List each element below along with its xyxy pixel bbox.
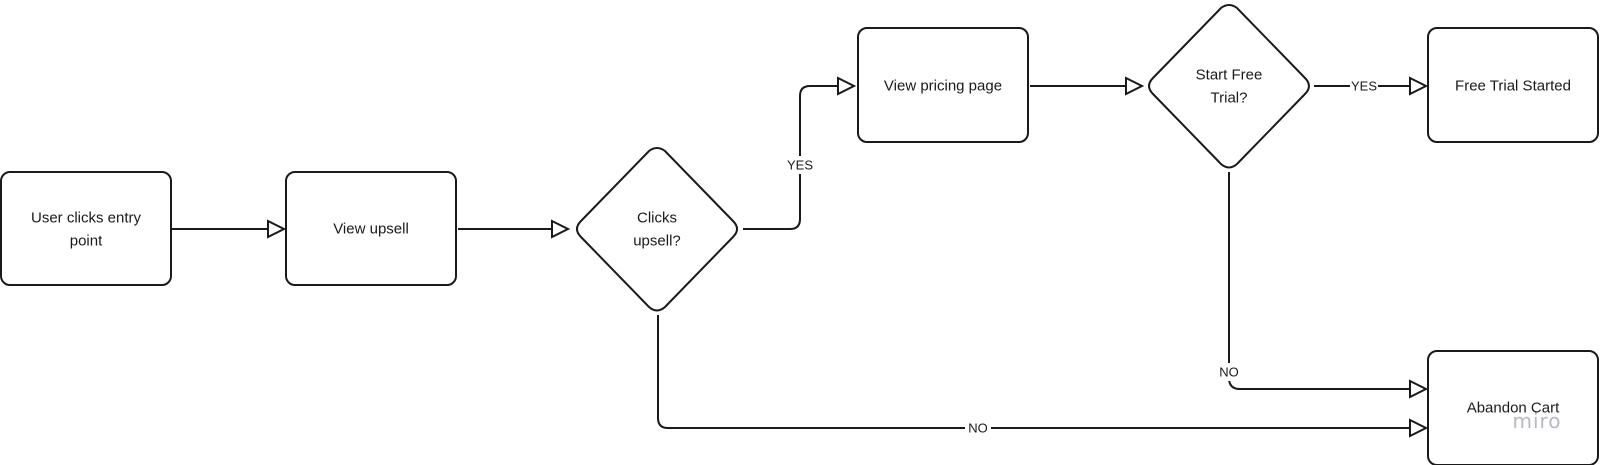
node-abandon-cart[interactable]: Abandon Cart bbox=[1427, 350, 1599, 465]
arrowhead bbox=[267, 219, 287, 239]
edge-labels: YES YES NO NO bbox=[786, 77, 1378, 437]
node-view-upsell[interactable]: View upsell bbox=[285, 171, 457, 286]
node-label-line: User clicks entry bbox=[31, 210, 142, 227]
arrowhead bbox=[1125, 76, 1145, 96]
arrowhead bbox=[1409, 76, 1429, 96]
edge-label-upsell-yes: YES bbox=[787, 158, 813, 173]
connector-trial-no-to-abandon bbox=[1228, 172, 1410, 390]
arrowhead bbox=[1409, 418, 1429, 438]
decision-start-free-trial[interactable]: Start Free Trial? bbox=[1148, 4, 1310, 169]
node-label-line: View upsell bbox=[333, 221, 409, 238]
connector-upsell-no-to-abandon bbox=[657, 315, 1410, 429]
edge-label-upsell-no: NO bbox=[968, 421, 988, 436]
edge-label-trial-no: NO bbox=[1219, 365, 1239, 380]
node-label-line: View pricing page bbox=[884, 78, 1002, 95]
edge-label-trial-yes: YES bbox=[1351, 79, 1377, 94]
node-label-line: upsell? bbox=[633, 233, 681, 250]
node-label-line: Start Free bbox=[1196, 67, 1263, 84]
node-view-pricing-page[interactable]: View pricing page bbox=[857, 27, 1029, 143]
node-label-line: point bbox=[70, 233, 103, 250]
node-label-line: Clicks bbox=[637, 210, 677, 227]
arrowhead bbox=[837, 76, 857, 96]
decision-clicks-upsell[interactable]: Clicks upsell? bbox=[576, 147, 738, 312]
node-user-clicks-entry-point[interactable]: User clicks entry point bbox=[0, 171, 172, 286]
node-label-line: Free Trial Started bbox=[1455, 78, 1571, 95]
miro-watermark: miro bbox=[1512, 409, 1561, 433]
node-label-line: Abandon Cart bbox=[1467, 400, 1560, 417]
arrowhead bbox=[551, 219, 571, 239]
node-free-trial-started[interactable]: Free Trial Started bbox=[1427, 27, 1599, 143]
node-label-line: Trial? bbox=[1211, 90, 1248, 107]
arrowhead bbox=[1409, 379, 1429, 399]
